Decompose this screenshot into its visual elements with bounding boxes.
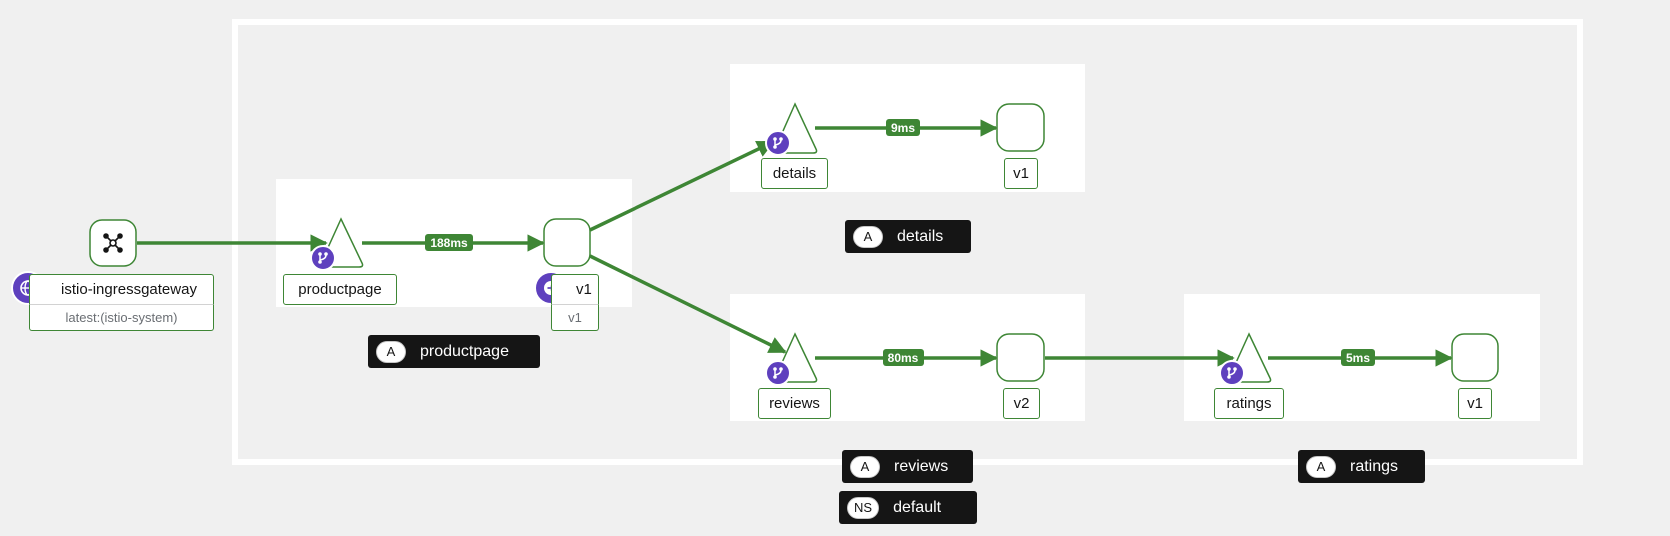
node-workload-details-v1[interactable] [996, 103, 1045, 152]
node-workload-reviews-v2[interactable] [996, 333, 1045, 382]
node-workload-productpage-v1[interactable] [543, 218, 591, 267]
network-hub-icon [103, 233, 123, 253]
group-label-text: reviews [894, 457, 949, 475]
namespace-tag: NS [847, 496, 880, 519]
group-label-productpage[interactable]: A productpage [368, 335, 540, 368]
node-workload-ratings-v1[interactable] [1451, 333, 1499, 382]
group-label-details[interactable]: A details [845, 220, 971, 253]
node-label-productpage-v1[interactable]: v1 [551, 274, 599, 305]
edge-label-productpage-v1: 188ms [430, 236, 468, 250]
app-tag: A [853, 225, 883, 248]
group-label-text: ratings [1350, 457, 1399, 475]
edge-label-details-v1: 9ms [891, 121, 915, 135]
branch-icon [1219, 360, 1245, 386]
group-label-namespace-default[interactable]: NS default [839, 491, 977, 524]
group-label-reviews[interactable]: A reviews [842, 450, 973, 483]
node-label-reviews-v2[interactable]: v2 [1003, 388, 1040, 419]
node-label-ratings[interactable]: ratings [1214, 388, 1284, 419]
edge-label-reviews-v2: 80ms [888, 351, 919, 365]
group-label-ratings[interactable]: A ratings [1298, 450, 1425, 483]
edge-v1-details[interactable] [589, 140, 775, 232]
edge-label-bg [1341, 349, 1375, 366]
edge-label-bg [886, 119, 920, 136]
edge-label-ratings-v1: 5ms [1346, 351, 1370, 365]
node-label-istio-ingressgateway[interactable]: istio-ingressgateway [29, 274, 214, 305]
node-label-ratings-v1[interactable]: v1 [1458, 388, 1492, 419]
node-label-details[interactable]: details [761, 158, 828, 189]
branch-icon [310, 245, 336, 271]
node-label-details-v1[interactable]: v1 [1004, 158, 1038, 189]
app-tag: A [1306, 455, 1336, 478]
group-label-text: default [893, 498, 942, 516]
group-label-text: productpage [420, 342, 509, 360]
app-tag: A [376, 340, 406, 363]
edge-v1-reviews[interactable] [589, 254, 787, 354]
branch-icon [765, 130, 791, 156]
node-label-productpage[interactable]: productpage [283, 274, 397, 305]
edge-label-bg [883, 349, 924, 366]
edge-label-bg [425, 234, 473, 251]
group-label-text: details [897, 227, 944, 245]
node-sublabel-istio-ingressgateway: latest:(istio-system) [29, 304, 214, 331]
app-tag: A [850, 455, 880, 478]
node-sublabel-productpage-v1: v1 [551, 304, 599, 331]
node-label-reviews[interactable]: reviews [758, 388, 831, 419]
branch-icon [765, 360, 791, 386]
